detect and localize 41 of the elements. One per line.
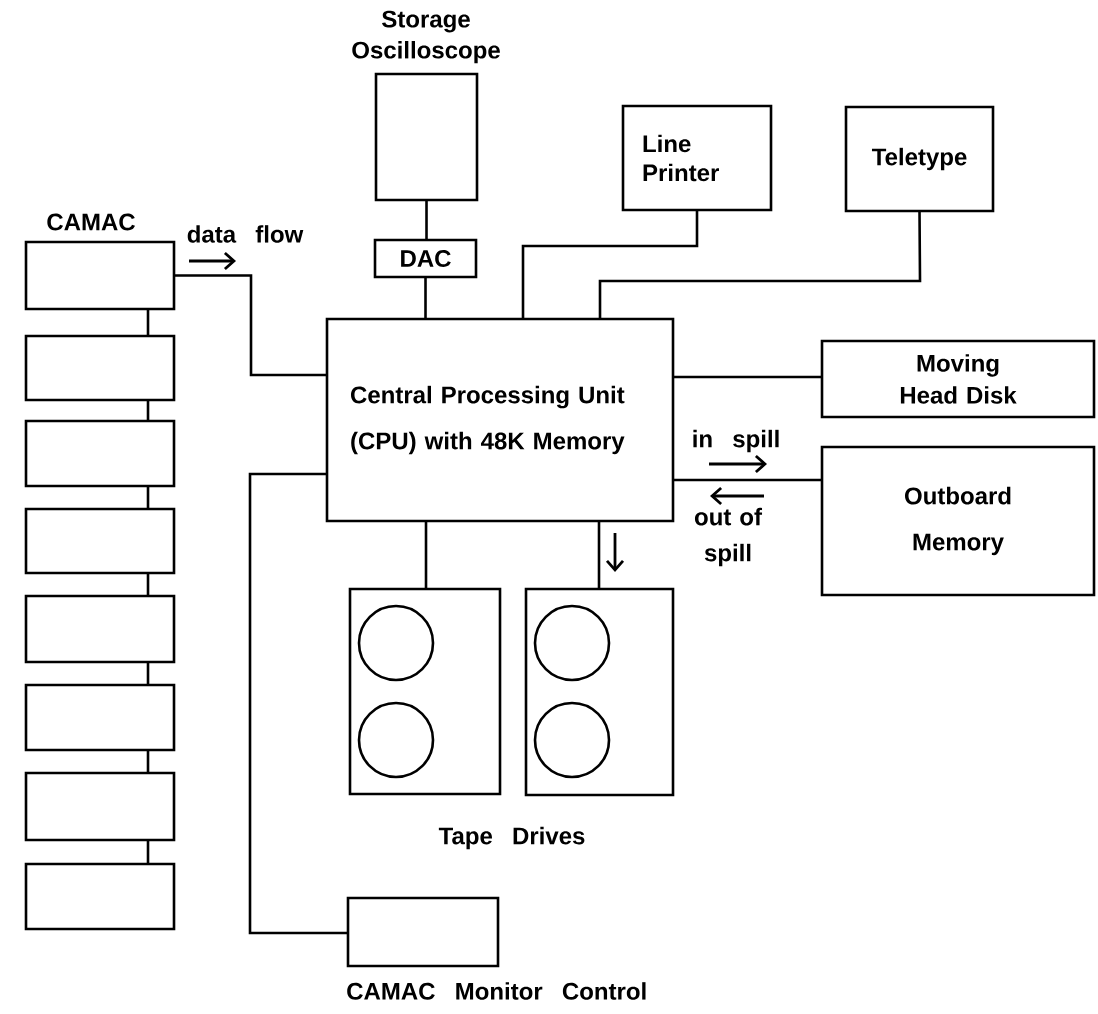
crate-module-box <box>24 507 176 575</box>
crate-module-box <box>24 683 176 752</box>
oscilloscope-box: Storage Oscilloscope <box>352 10 500 202</box>
connector-line <box>146 573 150 596</box>
crate-module-box <box>24 862 176 931</box>
memory-box: Outboard Memory <box>820 445 1096 597</box>
connector-line <box>597 521 601 589</box>
flow-label: out of spill <box>694 507 763 567</box>
crate-module-box <box>24 419 176 488</box>
flow-label: in spill <box>693 429 779 453</box>
connector-line <box>146 840 150 864</box>
flow-label: data flow <box>187 225 304 243</box>
node-label: Storage Oscilloscope <box>352 10 500 64</box>
connector-line <box>424 521 428 589</box>
caption-text: Tape Drives <box>438 826 585 850</box>
connector-line <box>673 478 822 482</box>
crate-module-box <box>24 334 176 402</box>
connector-line <box>425 200 428 240</box>
connector-line <box>248 472 348 935</box>
crate-module-box <box>24 771 176 842</box>
connector-line <box>146 400 150 421</box>
processor-box: Central Processing Unit (CPU) with 48K Memory <box>325 317 675 523</box>
connector-line <box>146 662 150 685</box>
connector-line <box>598 211 922 319</box>
connector-line <box>146 309 150 336</box>
crate-module-box <box>24 594 176 664</box>
connector-line <box>521 210 699 319</box>
connector-line <box>174 274 327 377</box>
printer-box: Line Printer <box>621 104 773 212</box>
teletype-box: Teletype <box>844 105 995 213</box>
connector-line <box>424 277 427 319</box>
node-label: CAMAC <box>47 213 135 231</box>
tape-drive-drawing <box>524 587 675 797</box>
node-label: CAMAC Monitor Control <box>347 982 646 1000</box>
crate-module-box: CAMAC <box>24 213 176 311</box>
connector-line <box>146 750 150 773</box>
connector-line <box>673 375 822 379</box>
converter-box: DAC <box>373 238 478 279</box>
connector-line <box>146 486 150 509</box>
controller-box: CAMAC Monitor Control <box>346 896 646 1000</box>
tape-drive-drawing <box>348 587 502 796</box>
